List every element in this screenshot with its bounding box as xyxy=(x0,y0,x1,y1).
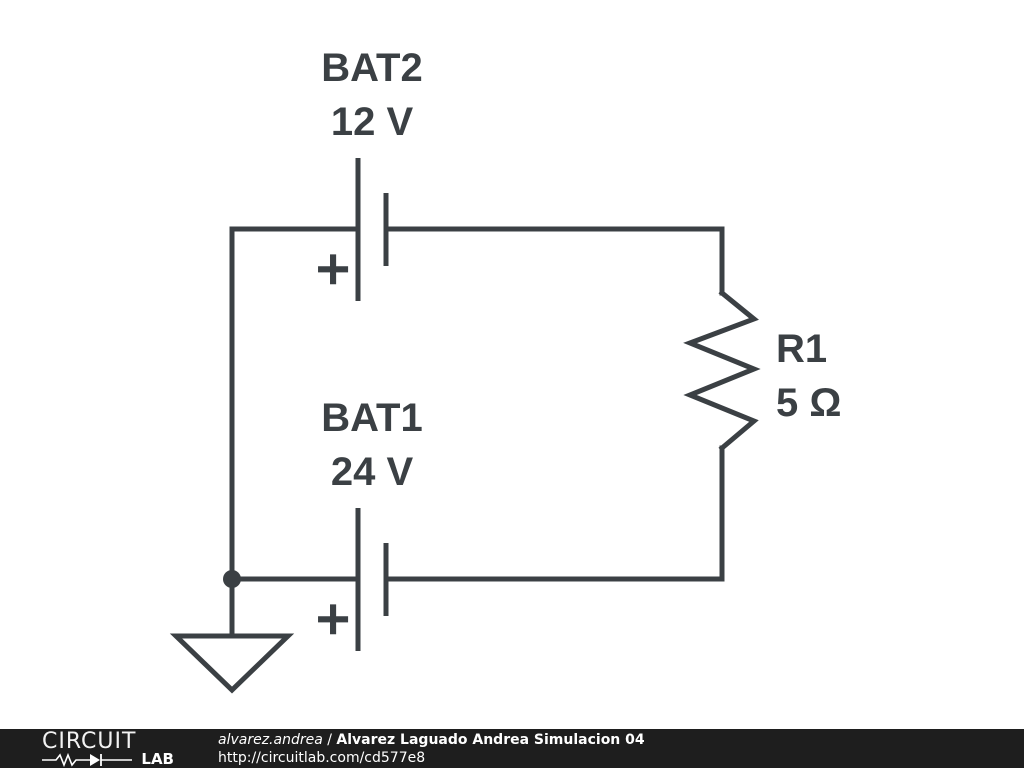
logo-circuit-glyph-icon xyxy=(42,752,132,768)
bat2-name-label: BAT2 xyxy=(321,46,422,90)
wire-top-right xyxy=(383,226,725,296)
bat1-polarity-sign: + xyxy=(315,593,352,644)
logo-wordmark-top: CIRCUIT xyxy=(42,729,137,754)
bat2-value-label: 12 V xyxy=(331,100,414,144)
wires xyxy=(229,226,725,639)
footer-bar: CIRCUIT LAB alvarez.andrea / Alvarez Lag… xyxy=(0,729,1024,768)
r1-value-label: 5 Ω xyxy=(776,381,841,425)
wire-left-loop xyxy=(229,226,361,582)
circuit-schematic: + + BAT2 12 V BAT1 24 V R1 5 Ω xyxy=(169,46,841,694)
bat1-name-label: BAT1 xyxy=(321,396,422,440)
circuitlab-logo[interactable]: CIRCUIT LAB xyxy=(42,729,177,768)
meta-separator: / xyxy=(322,732,337,748)
battery-bat1-icon xyxy=(355,508,389,651)
logo-lab-text: LAB xyxy=(141,750,174,768)
r1-name-label: R1 xyxy=(776,327,827,371)
resistor-r1-icon xyxy=(683,289,761,452)
circuit-title: Alvarez Laguado Andrea Simulacion 04 xyxy=(336,732,645,748)
circuit-meta: alvarez.andrea / Alvarez Laguado Andrea … xyxy=(218,731,645,767)
junction-node xyxy=(223,570,241,588)
ground-icon xyxy=(169,633,295,694)
circuit-url-link[interactable]: http://circuitlab.com/cd577e8 xyxy=(218,750,426,766)
bat2-polarity-sign: + xyxy=(315,243,352,294)
bat1-value-label: 24 V xyxy=(331,450,414,494)
wire-bottom-right xyxy=(383,445,725,582)
logo-wordmark-bottom: LAB xyxy=(42,750,177,768)
author-link[interactable]: alvarez.andrea xyxy=(218,732,323,748)
battery-bat2-icon xyxy=(355,158,389,301)
